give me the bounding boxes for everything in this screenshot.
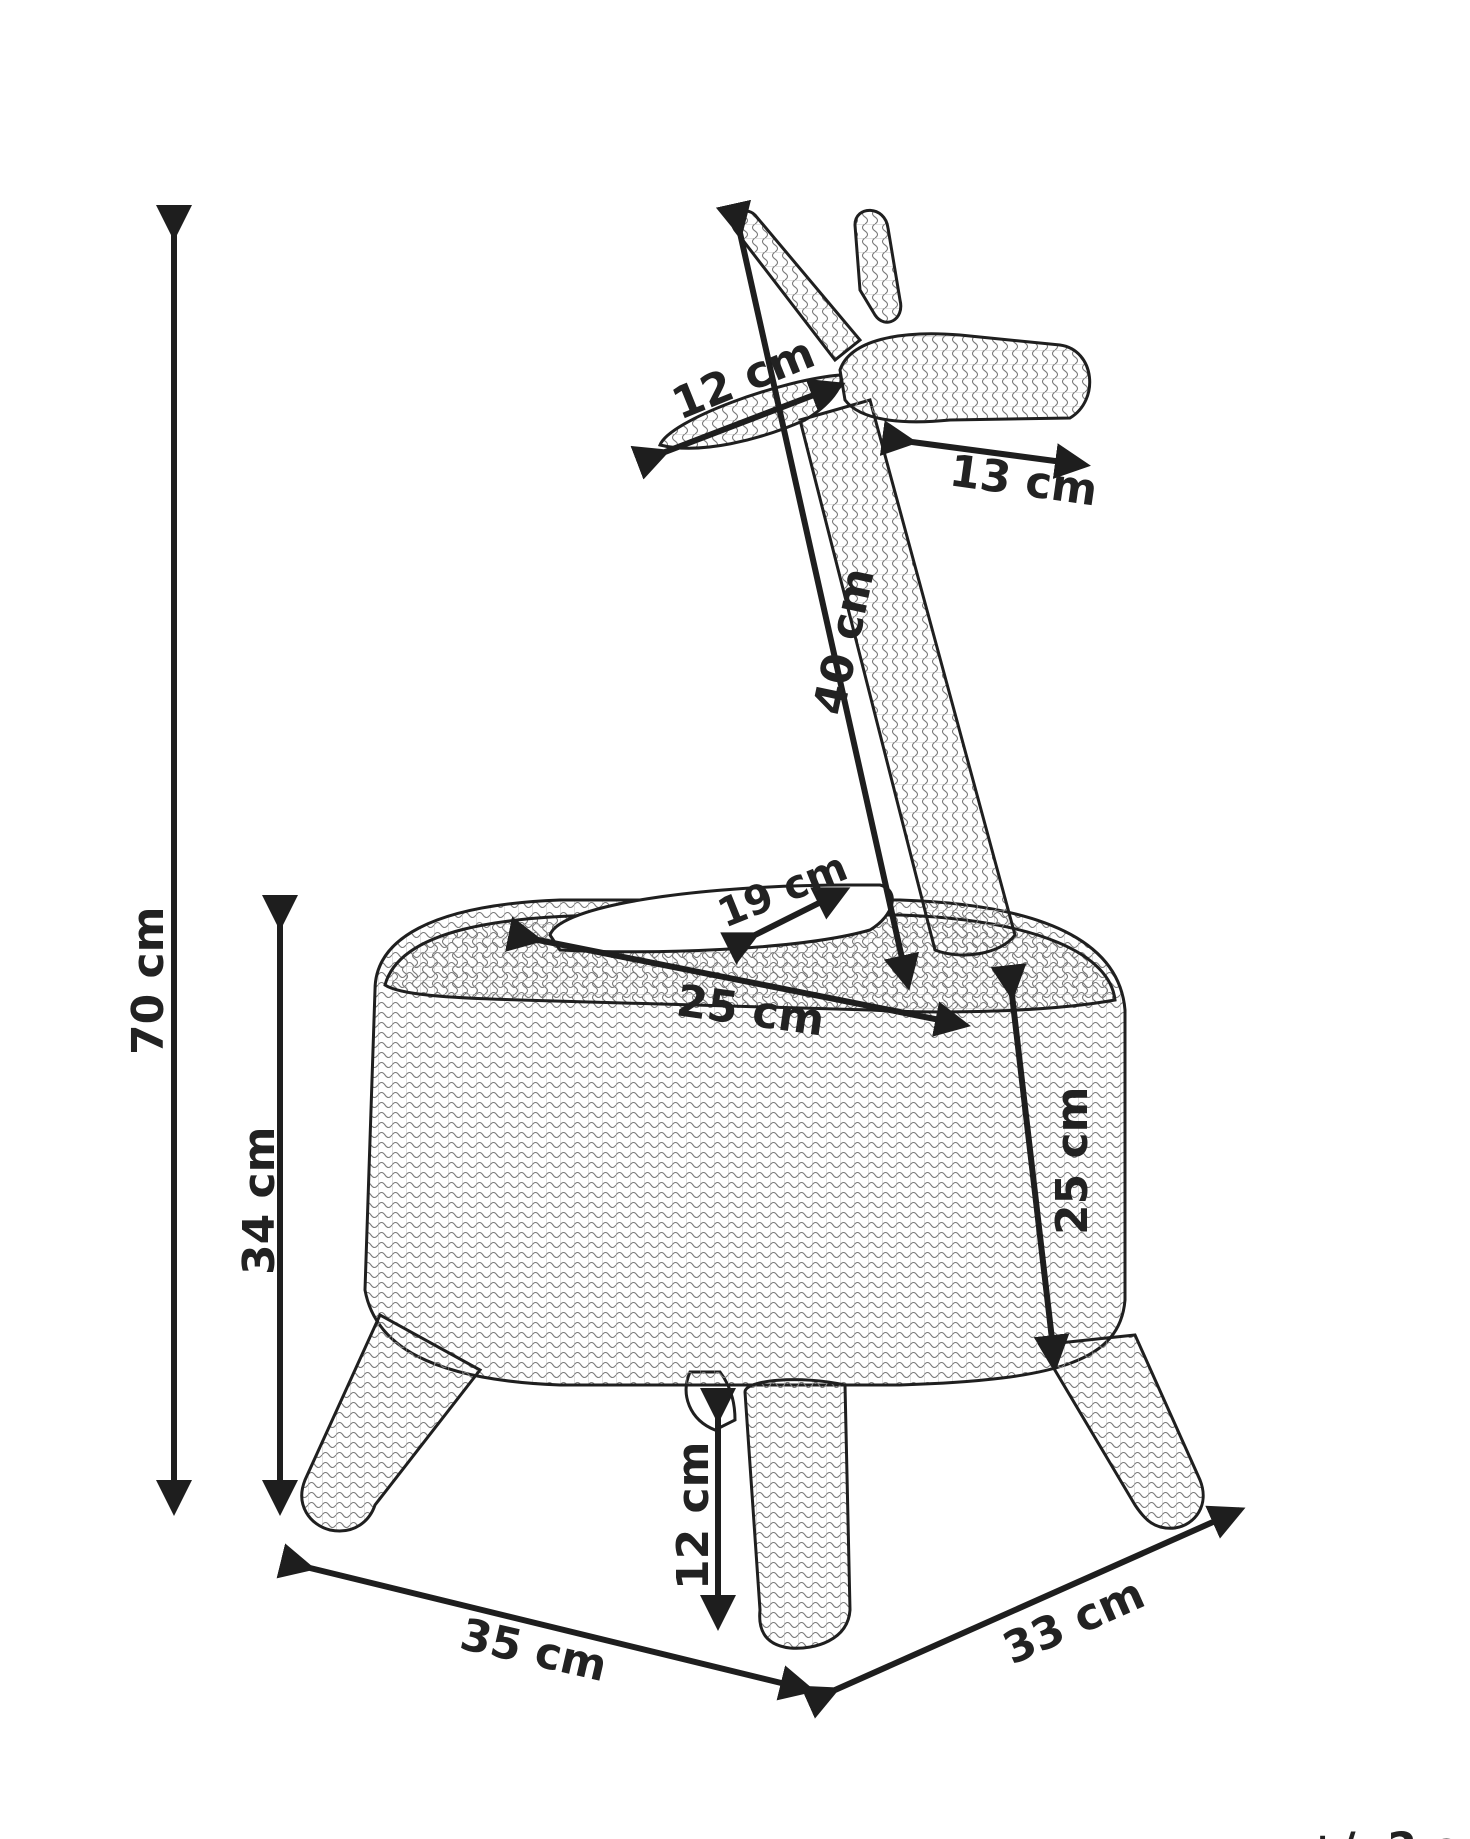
arrow-head-length (879, 420, 1091, 479)
label-head-length: 13 cm (946, 445, 1100, 516)
label-body-height: 25 cm (1047, 1087, 1098, 1235)
giraffe-body (363, 883, 1127, 1387)
label-seat-height: 34 cm (234, 1127, 285, 1275)
tolerance-note: +/- 2 cm (1305, 1823, 1470, 1839)
arrow-body-height (990, 963, 1070, 1371)
arrow-ear-length (630, 378, 846, 480)
front-leg-middle (743, 1378, 852, 1650)
arrow-seat-width (505, 916, 971, 1037)
giraffe-horn-right (853, 208, 903, 324)
arrow-neck-length (715, 199, 920, 991)
label-total-height: 70 cm (123, 907, 174, 1055)
arrow-depth (800, 1505, 1246, 1719)
front-leg-right (1037, 1333, 1205, 1530)
arrow-width (276, 1543, 816, 1701)
front-leg-left (300, 1312, 483, 1533)
arrow-seat-depth (720, 887, 851, 965)
giraffe-stool-illustration (300, 208, 1205, 1650)
dimension-arrows (156, 199, 1246, 1719)
label-leg-height: 12 cm (668, 1442, 719, 1590)
giraffe-head (838, 332, 1092, 424)
